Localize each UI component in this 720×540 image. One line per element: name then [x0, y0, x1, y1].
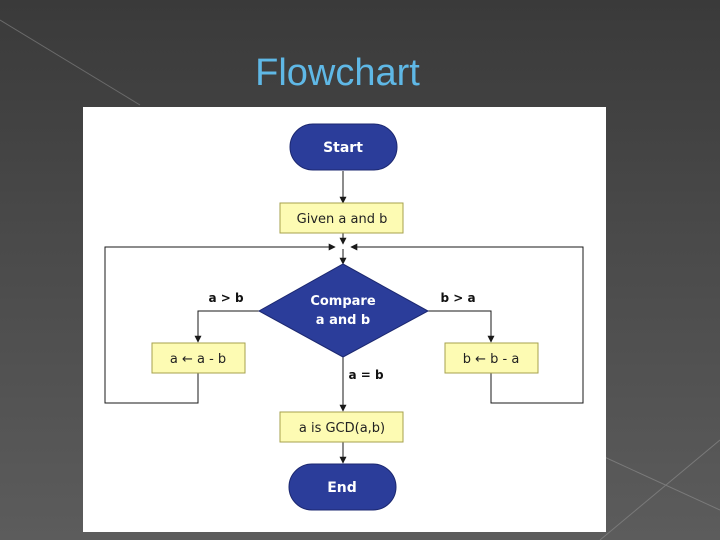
edge-label-a-eq-b: a = b [348, 368, 384, 382]
edge-left-loop [104, 243, 336, 404]
compare-node [257, 263, 430, 358]
start-node [289, 123, 398, 171]
gcd-node-label: a is GCD(a,b) [299, 421, 385, 436]
end-node [288, 463, 397, 511]
end-node-label: End [327, 480, 357, 496]
start-node-label: Start [323, 140, 363, 156]
a-minus-b-node-label: a ← a - b [170, 352, 226, 367]
flowchart-panel: Start Given a and b Compare a and b a ← … [83, 107, 606, 532]
flowchart-diagram: Start Given a and b Compare a and b a ← … [104, 123, 584, 511]
compare-node-label-line2: a and b [316, 313, 370, 328]
given-node-label: Given a and b [297, 212, 388, 227]
edge-label-b-gt-a: b > a [440, 291, 475, 305]
edge-compare-to-a-minus-b [194, 310, 259, 343]
gcd-node [279, 411, 404, 443]
slide-title: Flowchart [255, 52, 420, 94]
flowchart-connectors [104, 171, 584, 464]
a-minus-b-node [151, 342, 246, 374]
compare-node-label-line1: Compare [310, 294, 376, 309]
edge-right-loop [350, 243, 584, 404]
given-node [279, 202, 404, 234]
b-minus-a-node-label: b ← b - a [463, 352, 520, 367]
b-minus-a-node [444, 342, 539, 374]
edge-compare-to-b-minus-a [428, 310, 495, 343]
edge-label-a-gt-b: a > b [208, 291, 244, 305]
